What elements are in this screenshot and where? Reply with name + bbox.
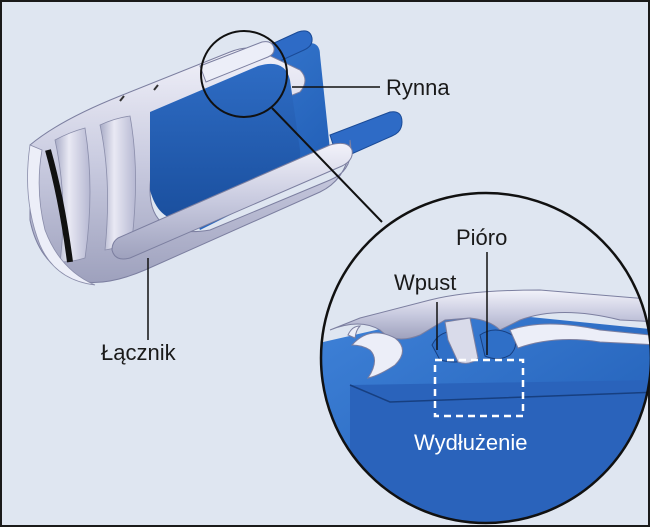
label-wydluzenie: Wydłużenie — [414, 430, 528, 455]
zoom-left-curl — [350, 332, 403, 379]
gutter-assembly — [27, 30, 403, 286]
zoom-gutter-ridge — [349, 384, 650, 403]
connector-front-edge — [27, 144, 96, 286]
detail-connector-line — [271, 107, 383, 223]
zoom-tongue — [444, 317, 479, 364]
connector-notch-1 — [119, 95, 125, 102]
connector-upper-bead — [199, 41, 275, 83]
rubber-gasket — [45, 149, 73, 263]
label-rynna: Rynna — [386, 75, 450, 100]
zoom-circle-border — [319, 191, 650, 525]
label-wpust: Wpust — [394, 270, 456, 295]
label-lacznik: Łącznik — [101, 340, 177, 365]
zoom-right-curve — [509, 323, 650, 349]
zoom-tongue-right — [479, 329, 516, 360]
connector-lower-bead — [111, 142, 353, 260]
connector-notch-2 — [153, 84, 159, 91]
zoom-hook — [347, 325, 362, 339]
label-pioro: Pióro — [456, 225, 507, 250]
zoom-detail — [319, 191, 650, 525]
detail-callout-circle — [200, 30, 288, 118]
